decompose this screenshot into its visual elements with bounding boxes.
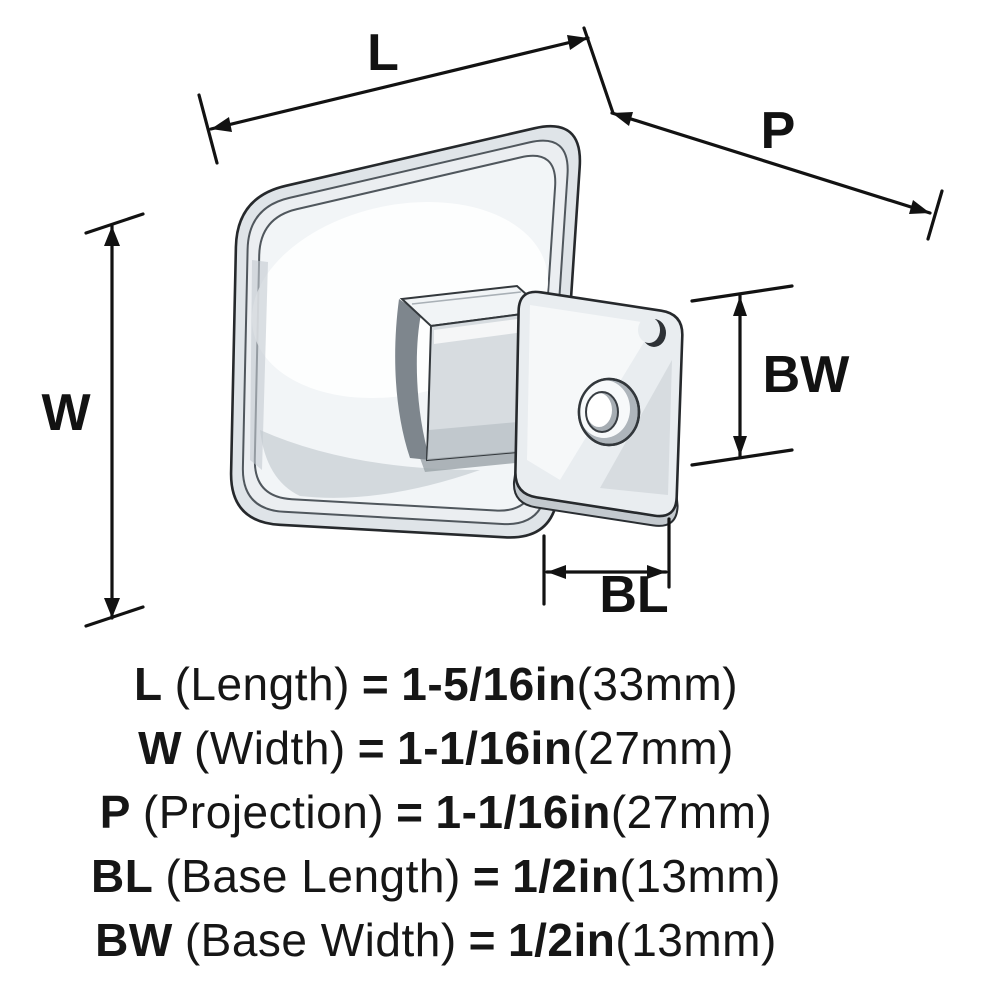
dimension-w: W — [41, 212, 145, 628]
dim-label-p: P — [761, 102, 796, 160]
spec-metric-w: (27mm) — [572, 722, 734, 774]
base-corner-detail — [638, 317, 666, 347]
spec-line-base-length: BL(Base Length)=1/2in(13mm) — [0, 844, 872, 908]
dim-label-bl: BL — [599, 566, 668, 624]
spec-equals-l: = — [361, 658, 390, 710]
spec-metric-l: (33mm) — [576, 658, 739, 710]
dimension-bw: BW — [690, 284, 851, 467]
spec-letter-p: P — [99, 786, 131, 838]
spec-line-projection: P(Projection)=1-1/16in(27mm) — [0, 780, 872, 844]
spec-letter-bl: BL — [91, 850, 154, 902]
spec-metric-p: (27mm) — [610, 786, 773, 838]
spec-name-bw: (Base Width) — [184, 914, 457, 966]
spec-list: L(Length)=1-5/16in(33mm) W(Width)=1-1/16… — [0, 652, 872, 972]
screw-hole — [577, 377, 641, 447]
spec-value-p: 1-1/16in — [435, 786, 611, 838]
spec-equals-p: = — [396, 786, 424, 838]
stem-neck-shadow — [395, 299, 430, 460]
spec-equals-w: = — [357, 722, 386, 774]
spec-equals-bl: = — [472, 850, 501, 902]
spec-line-base-width: BW(Base Width)=1/2in(13mm) — [0, 908, 872, 972]
dim-label-bw: BW — [763, 346, 851, 404]
knob-illustration-area: L P W — [41, 24, 944, 628]
spec-metric-bl: (13mm) — [619, 850, 781, 902]
dim-label-l: L — [367, 24, 399, 82]
mounting-base — [512, 290, 684, 527]
dimension-p: P — [610, 102, 944, 241]
spec-name-p: (Projection) — [142, 786, 385, 838]
dimension-bl: BL — [542, 517, 671, 624]
knob-dimension-drawing: L P W — [41, 24, 944, 628]
spec-value-bw: 1/2in — [508, 914, 616, 966]
spec-name-w: (Width) — [194, 722, 346, 774]
spec-metric-bw: (13mm) — [615, 914, 777, 966]
spec-value-l: 1-5/16in — [401, 658, 577, 710]
spec-equals-bw: = — [468, 914, 497, 966]
spec-line-length: L(Length)=1-5/16in(33mm) — [0, 652, 872, 716]
knob-stem — [395, 284, 548, 462]
spec-line-width: W(Width)=1-1/16in(27mm) — [0, 716, 872, 780]
spec-value-w: 1-1/16in — [397, 722, 573, 774]
spec-letter-w: W — [138, 722, 183, 774]
spec-name-l: (Length) — [174, 658, 350, 710]
spec-letter-bw: BW — [95, 914, 173, 966]
dimension-l: L — [197, 24, 615, 165]
dim-label-w: W — [41, 384, 91, 442]
face-left-shade — [250, 260, 268, 470]
face-lower-shade — [260, 430, 480, 498]
spec-value-bl: 1/2in — [512, 850, 620, 902]
spec-name-bl: (Base Length) — [165, 850, 461, 902]
spec-letter-l: L — [133, 658, 163, 710]
